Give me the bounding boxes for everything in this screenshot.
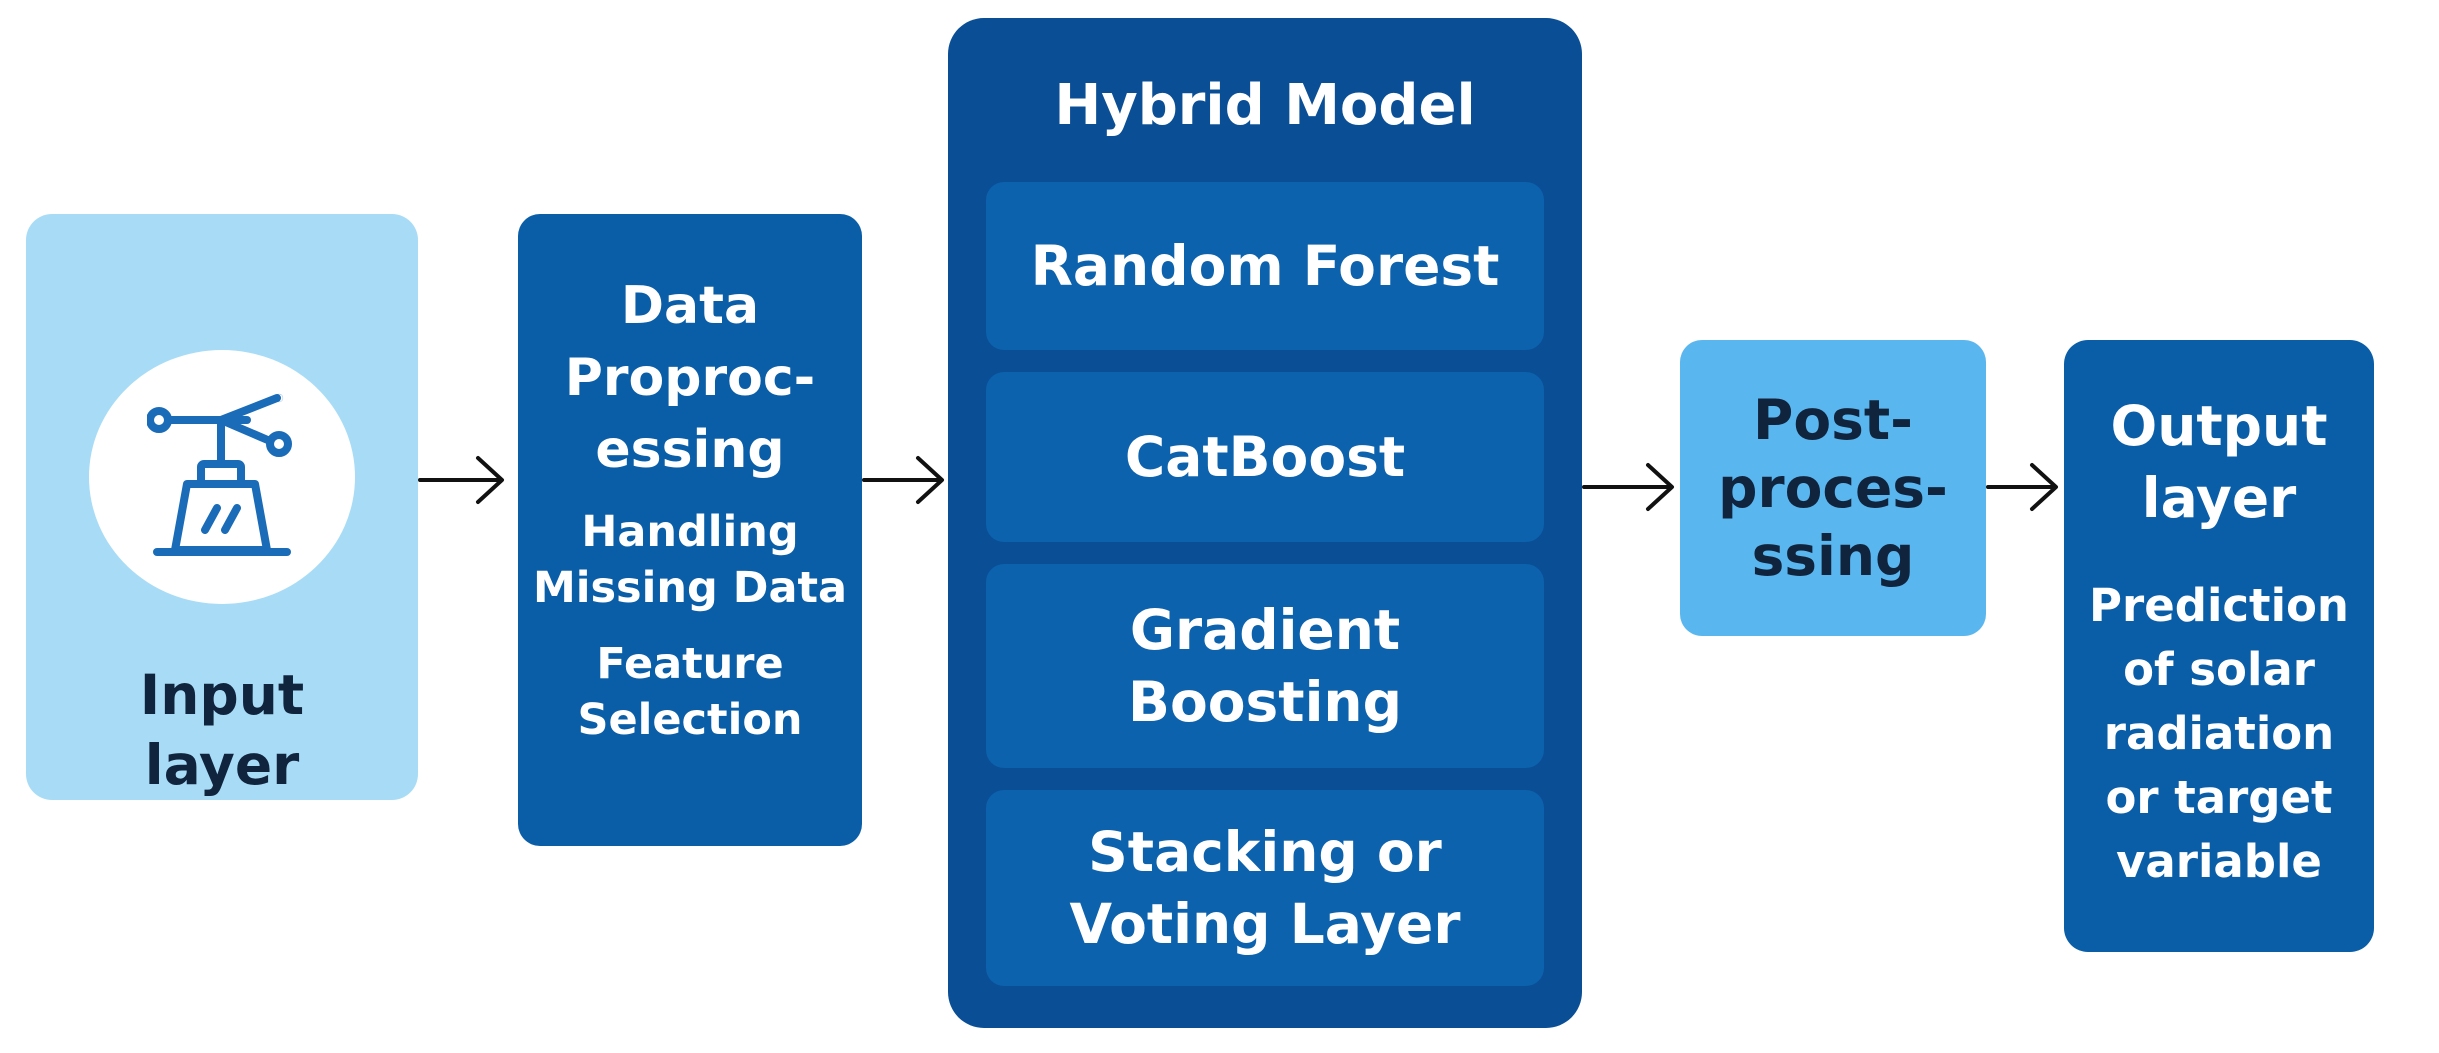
output-layer-description: Prediction of solar radiation or target … [2089, 579, 2349, 888]
arrow-preprocessing-to-hybrid [862, 456, 944, 504]
output-layer-title: Output layer [2110, 394, 2328, 530]
weather-station-icon [147, 393, 292, 556]
preprocessing-title: Data Proproc- essing [564, 276, 816, 480]
input-icon-circle [89, 350, 355, 604]
model-stacking-voting-layer: Stacking or Voting Layer [986, 790, 1544, 986]
preprocessing-box: Data Proproc- essing Handling Missing Da… [518, 214, 862, 846]
model-catboost: CatBoost [986, 372, 1544, 542]
step-handling-missing-data: Handling Missing Data [532, 507, 848, 613]
hybrid-model-title: Hybrid Model [1054, 73, 1476, 138]
preprocessing-steps: Handling Missing Data Feature Selection [533, 504, 847, 768]
model-gradient-boosting: Gradient Boosting [986, 564, 1544, 768]
hybrid-model-box: Hybrid Model Random Forest CatBoost Grad… [948, 18, 1582, 1028]
model-random-forest: Random Forest [986, 182, 1544, 350]
postprocessing-box: Post- proces- ssing [1680, 340, 1986, 636]
step-feature-selection: Feature Selection [577, 639, 803, 745]
arrow-postprocessing-to-output [1986, 463, 2058, 511]
arrow-input-to-preprocessing [418, 456, 504, 504]
input-layer-box: Input layer [26, 214, 418, 800]
input-layer-title: Input layer [139, 663, 305, 797]
output-layer-box: Output layer Prediction of solar radiati… [2064, 340, 2374, 952]
arrow-hybrid-to-postprocessing [1582, 463, 1674, 511]
